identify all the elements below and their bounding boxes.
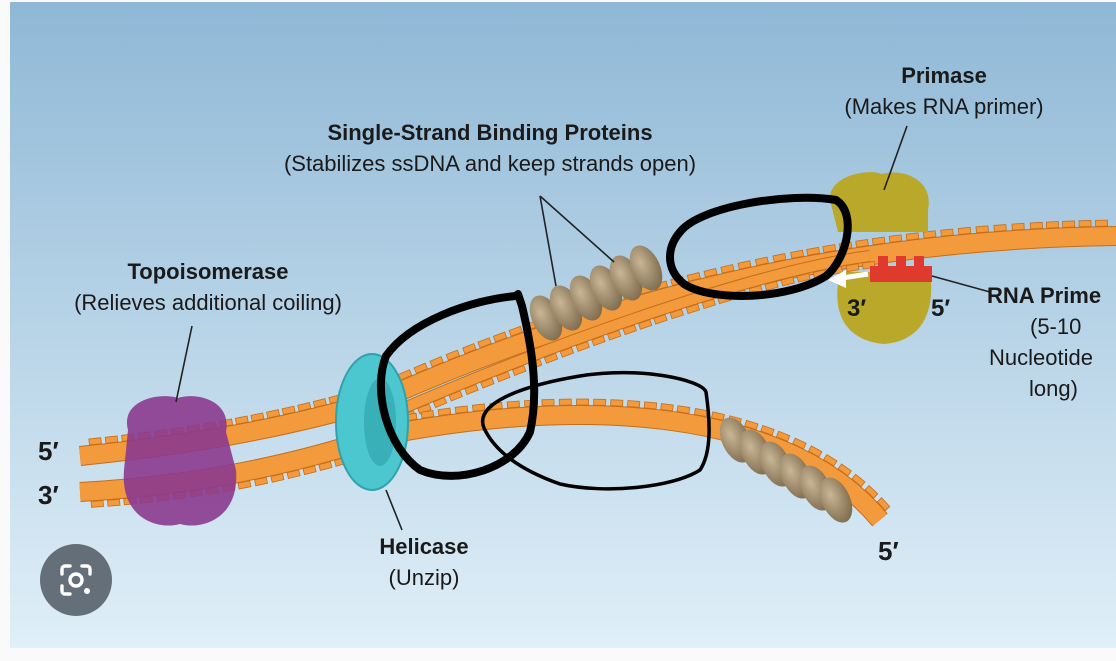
labels: Primase (Makes RNA primer) Single-Strand… [38, 63, 1101, 590]
lower-strand-end: 5′ [878, 536, 899, 566]
primase-protein [829, 172, 932, 344]
annotation-circle-leading-strand [666, 193, 852, 300]
topoisomerase-title: Topoisomerase [128, 259, 289, 284]
rna-primer-line1: (5-10 [1030, 314, 1081, 339]
primer-3-prime-label: 3′ [847, 295, 866, 322]
helicase-subtitle: (Unzip) [389, 565, 460, 590]
ssb-subtitle: (Stabilizes ssDNA and keep strands open) [284, 151, 696, 176]
rna-primer [870, 256, 932, 282]
ssb-protein-bead [819, 477, 853, 523]
ssb-protein-bead [629, 245, 663, 291]
primase-subtitle: (Makes RNA primer) [844, 94, 1043, 119]
primer-direction-arrow [828, 270, 869, 288]
primase-pointer-line [883, 125, 908, 191]
pointer-lines [175, 125, 908, 531]
rna-primer-pointer-line [931, 275, 991, 293]
annotation-circle-helicase-fork [376, 290, 539, 480]
primase-title: Primase [901, 63, 987, 88]
topoisomerase-protein [123, 396, 237, 526]
leading-strand-inner [387, 250, 876, 422]
ssb-pointer-line-2 [539, 195, 615, 263]
hand-drawn-annotations [376, 193, 852, 491]
rna-primer-line3: long) [1029, 376, 1078, 401]
helicase-title: Helicase [379, 534, 468, 559]
visual-search-button[interactable] [40, 544, 112, 616]
lens-icon [60, 564, 92, 596]
topoisomerase-subtitle: (Relieves additional coiling) [74, 290, 342, 315]
annotation-circle-lagging-strand [480, 370, 711, 491]
ssb-proteins [529, 245, 853, 523]
helicase-ring [335, 353, 409, 491]
lagging-template-strand [378, 398, 891, 527]
ssb-pointer-line-1 [539, 195, 557, 287]
rna-primer-title: RNA Prime [987, 283, 1101, 308]
left-top-strand-end: 5′ [38, 436, 59, 466]
primer-5-prime-label: 5′ [931, 295, 950, 322]
left-bottom-strand-end: 3′ [38, 480, 59, 510]
rna-primer-line2: Nucleotide [989, 345, 1093, 370]
helicase-pointer-line [385, 489, 403, 531]
topoisomerase-pointer-line [175, 325, 193, 403]
ssb-title: Single-Strand Binding Proteins [327, 120, 652, 145]
